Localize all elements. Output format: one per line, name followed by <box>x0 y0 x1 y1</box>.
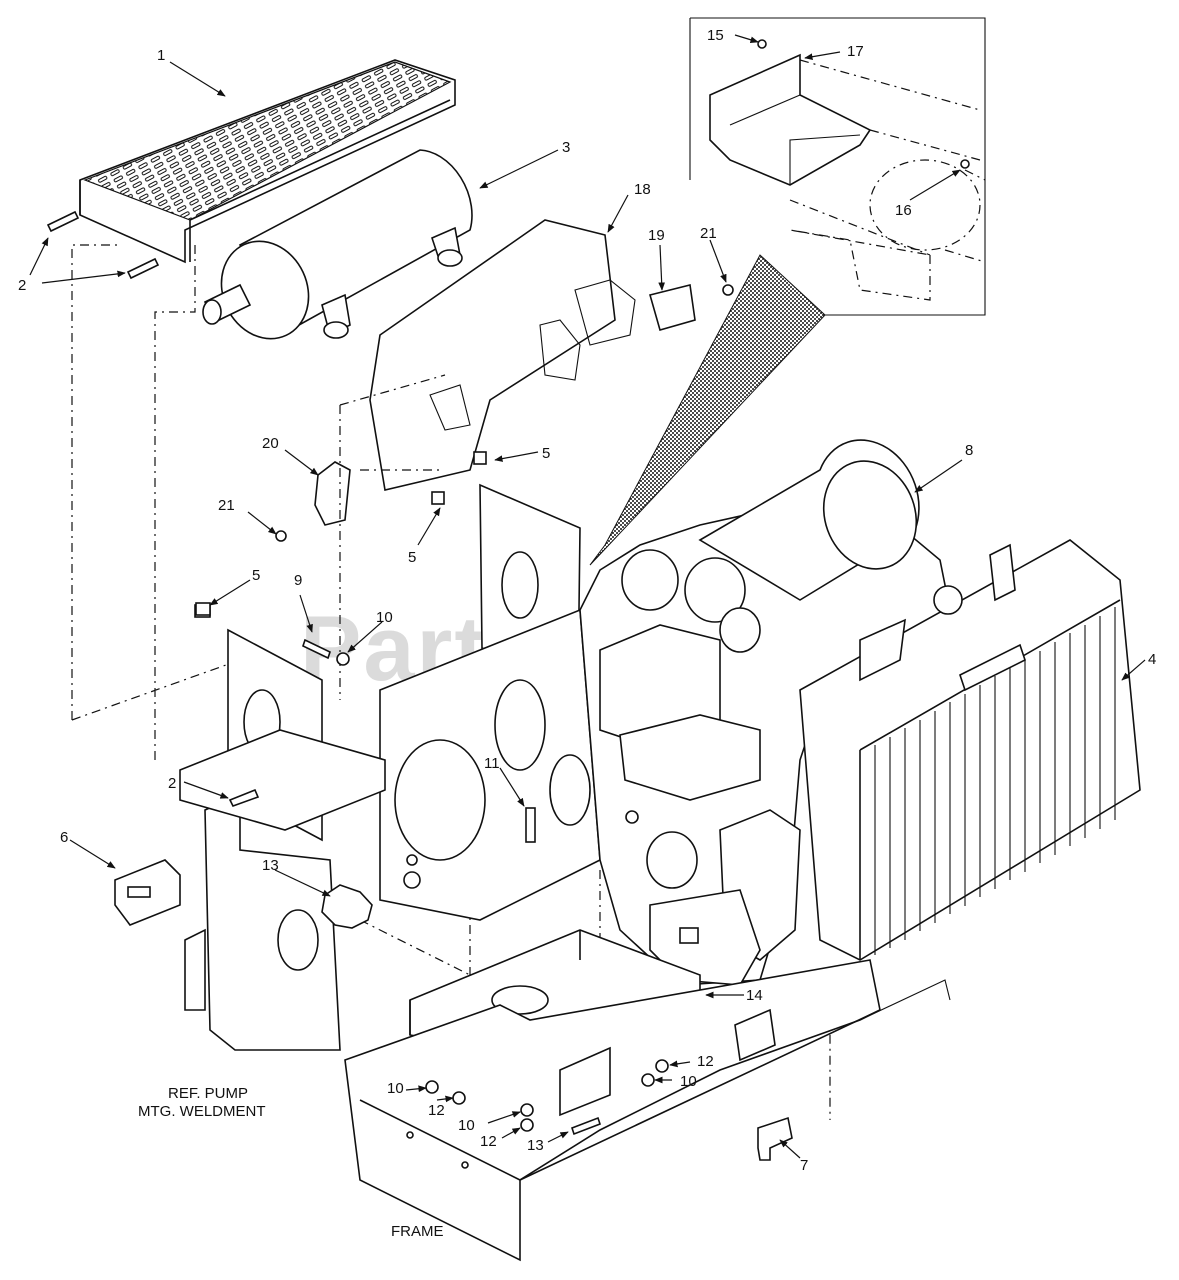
ref-pump-caption-line2: MTG. WELDMENT <box>138 1103 266 1120</box>
bracket-20 <box>314 461 351 526</box>
callout-7: 7 <box>800 1157 808 1174</box>
radiator <box>799 539 1141 961</box>
muffler <box>202 149 473 340</box>
callout-1: 1 <box>157 47 165 64</box>
frame <box>344 959 951 1262</box>
callout-9: 9 <box>294 572 302 589</box>
engine-mount-plate <box>379 608 601 921</box>
callout-21: 21 <box>218 497 235 514</box>
callout-12: 12 <box>480 1133 497 1150</box>
callout-19: 19 <box>648 227 665 244</box>
hardware <box>46 210 793 1161</box>
callout-16: 16 <box>895 202 912 219</box>
callout-6: 6 <box>60 829 68 846</box>
engine <box>579 439 951 986</box>
callout-2: 2 <box>18 277 26 294</box>
detail-shading <box>589 254 826 566</box>
callout-5: 5 <box>252 567 260 584</box>
frame-caption: FRAME <box>391 1223 444 1240</box>
callout-20: 20 <box>262 435 279 452</box>
callout-10: 10 <box>376 609 393 626</box>
leader-lines <box>29 34 1146 1159</box>
callout-11: 11 <box>484 755 500 772</box>
inset-detail <box>589 17 986 566</box>
callout-12: 12 <box>697 1053 714 1070</box>
pump-weldment <box>179 729 386 1051</box>
callout-10: 10 <box>680 1073 697 1090</box>
callout-17: 17 <box>847 43 864 60</box>
exhaust-shield <box>369 219 696 491</box>
callout-4: 4 <box>1148 651 1156 668</box>
callout-15: 15 <box>707 27 724 44</box>
callout-21: 21 <box>700 225 717 242</box>
callouts: 1 2 2 3 4 5 5 5 6 7 8 9 10 10 10 10 11 1… <box>18 27 1156 1174</box>
heat-shield <box>79 59 456 264</box>
callout-18: 18 <box>634 181 651 198</box>
callout-13: 13 <box>527 1137 544 1154</box>
callout-10: 10 <box>458 1117 475 1134</box>
assembly-lines <box>71 244 831 1120</box>
callout-12: 12 <box>428 1102 445 1119</box>
ref-pump-caption-line1: REF. PUMP <box>168 1085 248 1102</box>
callout-5: 5 <box>408 549 416 566</box>
callout-10: 10 <box>387 1080 404 1097</box>
callout-2: 2 <box>168 775 176 792</box>
callout-5: 5 <box>542 445 550 462</box>
callout-13: 13 <box>262 857 279 874</box>
callout-14: 14 <box>746 987 763 1004</box>
callout-8: 8 <box>965 442 973 459</box>
callout-3: 3 <box>562 139 570 156</box>
